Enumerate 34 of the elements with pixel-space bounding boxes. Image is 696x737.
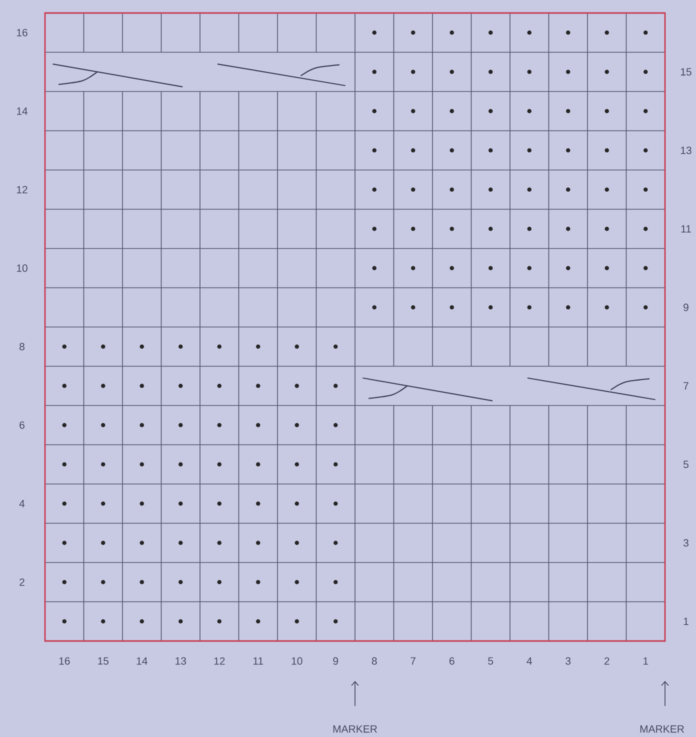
row-number: 6	[20, 421, 24, 429]
row-number: 11	[681, 225, 691, 232]
row-number: 15	[680, 68, 692, 76]
row-number: 9	[684, 304, 688, 312]
column-number: 8	[372, 657, 377, 665]
column-number: 3	[566, 657, 571, 665]
column-number: 11	[253, 657, 264, 665]
column-number: 9	[333, 657, 338, 665]
row-number: 2	[20, 578, 24, 586]
row-number: 12	[16, 186, 28, 194]
column-number: 12	[214, 657, 225, 665]
column-number: 6	[450, 657, 454, 665]
row-number: 14	[16, 108, 28, 115]
column-number: 16	[59, 657, 70, 665]
row-number: 5	[684, 460, 688, 468]
column-number: 1	[644, 657, 648, 665]
column-number: 7	[410, 657, 416, 665]
row-number: 3	[683, 539, 688, 547]
column-number: 4	[526, 657, 532, 665]
row-number: 4	[19, 500, 25, 508]
row-number: 13	[680, 146, 692, 154]
column-number: 15	[98, 657, 108, 665]
column-number: 10	[292, 657, 302, 665]
column-number: 13	[176, 657, 186, 665]
marker-label: MARKER	[333, 725, 377, 733]
row-number: 10	[16, 264, 28, 272]
row-number: 1	[684, 618, 688, 625]
row-number: 7	[684, 382, 688, 390]
column-number: 2	[604, 657, 610, 665]
marker-label: MARKER	[640, 725, 684, 733]
row-number: 8	[20, 342, 24, 350]
row-number: 16	[16, 28, 28, 36]
column-number: 5	[488, 657, 494, 665]
column-number: 14	[136, 657, 148, 665]
